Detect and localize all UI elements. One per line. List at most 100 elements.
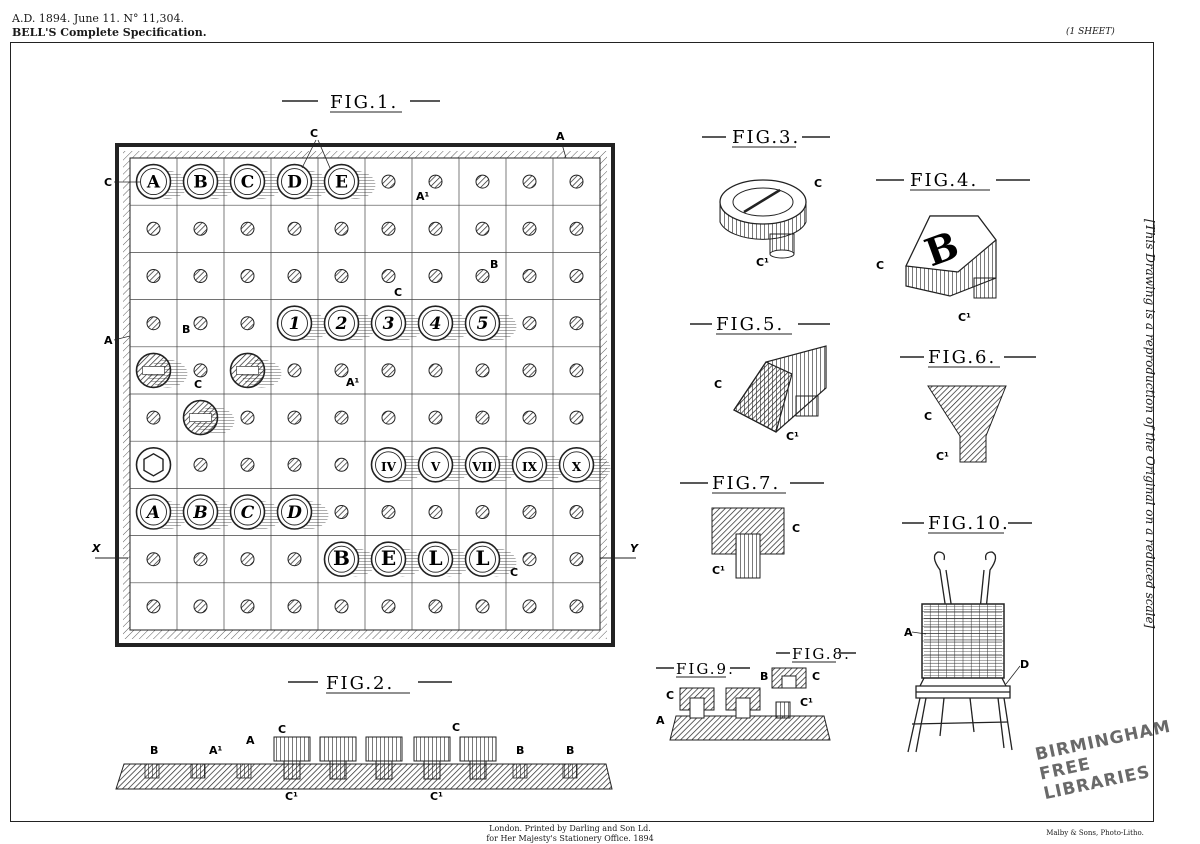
- fig1-holes: [146, 174, 584, 614]
- emblem-band: [236, 366, 259, 375]
- piece-face: [422, 545, 449, 573]
- game-piece: E: [370, 541, 423, 578]
- label-a1: A¹: [346, 376, 360, 389]
- peg-hole: [428, 410, 443, 425]
- label-a: A: [904, 626, 913, 639]
- peg-hole: [334, 457, 349, 472]
- label-c: C: [394, 286, 402, 299]
- fig2-piece-head: [459, 736, 497, 762]
- peg-hole: [287, 269, 302, 283]
- piece-rim: [276, 494, 313, 530]
- label-c: C: [876, 259, 884, 272]
- game-piece: IV: [370, 446, 423, 483]
- peg-hole: [428, 599, 443, 614]
- game-piece: 2: [323, 305, 376, 342]
- piece-face: [328, 309, 355, 337]
- peg-hole: [475, 363, 490, 378]
- emblem-band: [189, 413, 212, 422]
- piece-label: 2: [335, 314, 348, 334]
- piece-rim: [370, 305, 407, 342]
- fig8-section: B C: [760, 667, 820, 689]
- printer-imprint: London. Printed by Darling and Son Ld. f…: [486, 824, 654, 843]
- piece-face: [375, 545, 402, 573]
- piece-face: [328, 545, 355, 573]
- fig1-title: FIG.1.: [330, 92, 398, 113]
- label-c: C: [812, 670, 820, 683]
- piece-label: 4: [430, 314, 442, 334]
- peg-hole: [381, 505, 396, 519]
- label-b: B: [150, 744, 158, 757]
- peg-hole: [193, 269, 208, 283]
- peg-hole: [522, 174, 537, 189]
- peg-hole: [240, 552, 255, 567]
- piece-label: B: [333, 546, 350, 570]
- hexagon-shape: [143, 452, 164, 477]
- piece-label: VII: [471, 460, 493, 474]
- label-d: D: [1020, 658, 1029, 671]
- fig2-piece-stem: [329, 760, 347, 780]
- piece-face: [234, 498, 261, 526]
- game-piece: V: [417, 446, 470, 483]
- piece-label: E: [381, 546, 396, 570]
- game-piece: 4: [417, 305, 470, 342]
- fig2-pegs: [144, 736, 578, 780]
- spec-number: A.D. 1894. June 11. N° 11,304.: [12, 12, 185, 25]
- piece-rim: [323, 541, 360, 578]
- label-b: B: [760, 670, 768, 683]
- game-piece: B: [323, 541, 376, 578]
- game-piece: A: [135, 494, 188, 530]
- label-c: C: [924, 410, 932, 423]
- label-c: C: [510, 566, 518, 579]
- peg-hole: [334, 363, 349, 378]
- peg-hole: [334, 410, 349, 425]
- drawing-frame: [10, 42, 1154, 822]
- game-piece: X: [558, 446, 611, 483]
- label-b: B: [182, 323, 190, 336]
- label-c: C: [194, 378, 202, 391]
- label-a: A: [104, 334, 113, 347]
- label-c1: C¹: [430, 790, 443, 803]
- piece-face: [516, 451, 543, 479]
- piece-label: 3: [383, 314, 395, 334]
- section-line-xy: X Y: [91, 542, 639, 559]
- peg-hole: [287, 457, 302, 472]
- piece-face: [281, 498, 308, 526]
- fig1-title-group: FIG.1.: [282, 92, 440, 113]
- peg-hole: [193, 552, 208, 567]
- piece-label: B: [192, 503, 207, 523]
- label-a1: A¹: [209, 744, 223, 757]
- fig7-title-group: FIG.7.: [680, 473, 824, 494]
- game-piece: D: [276, 494, 329, 530]
- piece-label: A: [146, 173, 161, 193]
- reduced-scale-note: [This Drawing is a reproduction of the O…: [1143, 219, 1157, 629]
- game-piece: 1: [276, 305, 329, 342]
- label-c1: C¹: [800, 696, 813, 709]
- hexagon-piece: [135, 446, 172, 483]
- fig2-piece-head: [413, 736, 451, 762]
- label-c: C: [104, 176, 112, 189]
- fig7-title: FIG.7.: [712, 473, 780, 494]
- peg-hole: [569, 316, 584, 331]
- peg-hole: [334, 599, 349, 614]
- fig2-piece-stem: [283, 760, 301, 780]
- peg-hole: [381, 269, 396, 283]
- fig1-labels: C A C A¹ B C B A C A¹ C: [104, 127, 567, 579]
- peg-hole: [240, 221, 255, 236]
- peg-hole: [569, 221, 584, 236]
- spec-title: BELL'S Complete Specification.: [12, 26, 207, 39]
- fig3-title-group: FIG.3.: [702, 127, 830, 148]
- piece-rim: [464, 305, 501, 342]
- label-c1: C¹: [756, 256, 769, 269]
- peg-hole: [240, 457, 255, 472]
- piece-face: [375, 309, 402, 337]
- peg-hole: [522, 363, 537, 378]
- fig4-piece: B C C¹: [876, 215, 997, 324]
- peg-hole: [193, 599, 208, 614]
- game-piece: C: [229, 163, 282, 200]
- peg-hole: [193, 363, 208, 378]
- piece-face: [422, 451, 449, 479]
- peg-socket: [144, 763, 160, 779]
- game-piece: D: [276, 163, 329, 200]
